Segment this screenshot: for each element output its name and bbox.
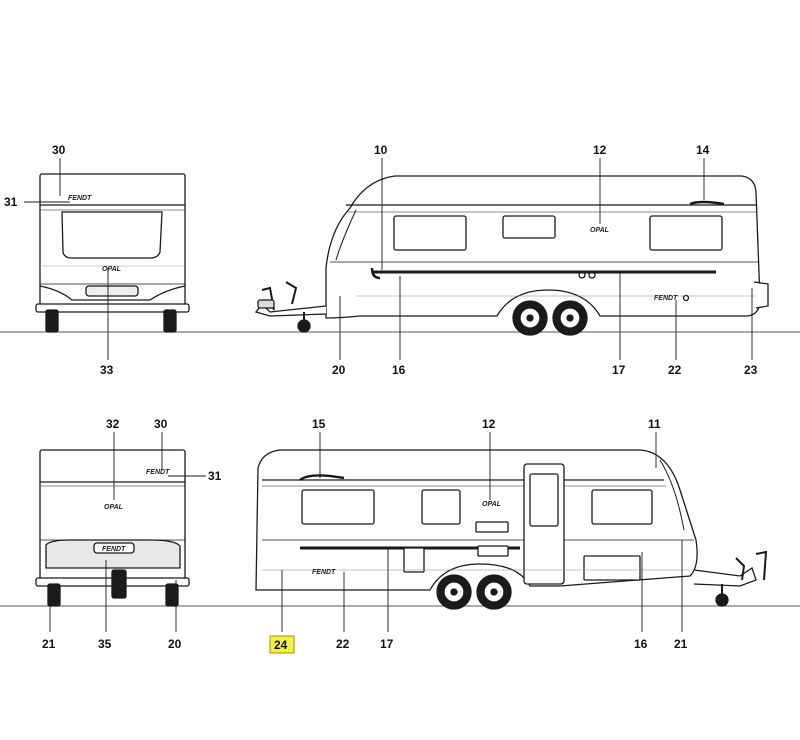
rear-plate-text: FENDT xyxy=(102,546,126,553)
rear-view xyxy=(35,449,190,607)
callout-31-front: 31 xyxy=(4,195,18,209)
callout-17-top: 17 xyxy=(612,363,626,377)
callout-23: 23 xyxy=(744,363,758,377)
callout-10: 10 xyxy=(374,143,388,157)
callout-24: 24 xyxy=(274,638,288,652)
callout-14: 14 xyxy=(696,143,710,157)
callout-21-bottom: 21 xyxy=(674,637,688,651)
side-left-model-text: OPAL xyxy=(590,227,609,234)
callout-20-rear: 20 xyxy=(168,637,182,651)
callout-numbers: 30 31 33 10 12 14 20 16 17 22 23 32 30 3… xyxy=(4,143,758,654)
rear-logo-text: FENDT xyxy=(146,469,170,476)
callout-16-bottom: 16 xyxy=(634,637,648,651)
callout-30-front: 30 xyxy=(52,143,66,157)
callout-21-rear: 21 xyxy=(42,637,56,651)
callout-35: 35 xyxy=(98,637,112,651)
callout-11: 11 xyxy=(648,417,661,431)
callout-31-rear: 31 xyxy=(208,469,222,483)
callout-16-top: 16 xyxy=(392,363,406,377)
callout-17-bottom: 17 xyxy=(380,637,394,651)
callout-30-rear: 30 xyxy=(154,417,168,431)
callout-12-bottom: 12 xyxy=(482,417,496,431)
front-view xyxy=(35,173,190,333)
side-right-stripe-text: FENDT xyxy=(312,569,336,576)
leader-lines xyxy=(24,158,753,632)
rear-model-text: OPAL xyxy=(104,504,123,511)
callout-20-top: 20 xyxy=(332,363,346,377)
side-left-stripe-text: FENDT xyxy=(654,295,678,302)
callout-24-highlight xyxy=(269,635,295,654)
callout-32: 32 xyxy=(106,417,120,431)
callout-33: 33 xyxy=(100,363,114,377)
side-right-model-text: OPAL xyxy=(482,501,501,508)
callout-22-bottom: 22 xyxy=(336,637,350,651)
side-view-right xyxy=(255,449,768,610)
side-view-left xyxy=(254,175,769,336)
front-model-text: OPAL xyxy=(102,266,121,273)
callout-22-top: 22 xyxy=(668,363,682,377)
front-logo-text: FENDT xyxy=(68,195,92,202)
callout-15: 15 xyxy=(312,417,326,431)
callout-12-top: 12 xyxy=(593,143,607,157)
